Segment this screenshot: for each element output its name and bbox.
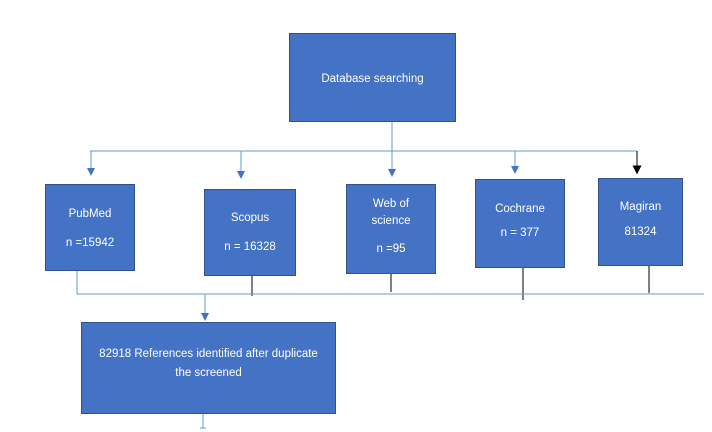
cochrane-name: Cochrane [495,203,545,215]
references-identified-line2: the screened [175,367,242,379]
database-searching-label: Database searching [321,73,424,85]
web-of-science-box: Web of science n =95 [346,184,436,274]
magiran-box: Magiran 81324 [598,178,683,266]
cochrane-box: Cochrane n = 377 [475,179,565,268]
pubmed-name: PubMed [68,208,112,220]
pubmed-box: PubMed n =15942 [45,184,135,271]
references-identified-line1: 82918 References identified after duplic… [99,348,318,360]
scopus-count: n = 16328 [224,241,276,253]
database-searching-box: Database searching [289,33,456,122]
web-of-science-name-line1: Web of [372,198,410,210]
scopus-box: Scopus n = 16328 [204,189,296,276]
cochrane-count: n = 377 [500,227,540,239]
references-identified-box: 82918 References identified after duplic… [81,322,336,414]
magiran-name: Magiran [619,201,662,213]
magiran-count: 81324 [624,226,657,238]
web-of-science-name-line2: science [371,215,411,227]
web-of-science-count: n =95 [376,243,406,255]
scopus-name: Scopus [230,212,270,224]
pubmed-count: n =15942 [65,237,115,249]
